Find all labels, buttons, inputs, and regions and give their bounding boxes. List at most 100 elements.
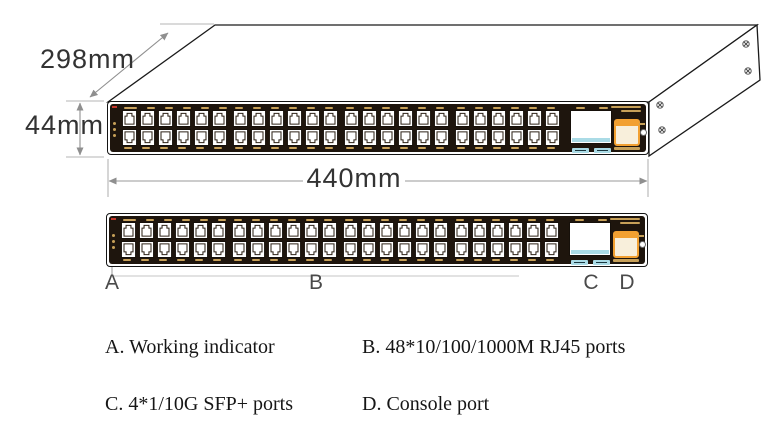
rj45-port <box>472 222 487 240</box>
port-led <box>417 219 425 221</box>
rj45-port <box>415 240 430 258</box>
port-row <box>343 240 448 258</box>
port-led <box>182 219 190 221</box>
rj45-port <box>212 128 227 146</box>
port-row <box>232 240 337 258</box>
port-led <box>270 258 278 261</box>
console-port <box>613 231 639 258</box>
port-led <box>218 219 226 221</box>
indicator-led <box>112 240 115 243</box>
legend-console-port: D. Console port <box>362 393 490 415</box>
rj45-port <box>175 222 190 240</box>
sfp-label-row <box>571 260 610 265</box>
port-led <box>436 107 444 109</box>
reset-button <box>639 241 646 248</box>
port-row <box>455 128 560 146</box>
rj45-port <box>323 128 338 146</box>
switch-faceplate <box>109 216 646 265</box>
rj45-port <box>286 222 301 240</box>
rj45-port <box>508 222 523 240</box>
rj45-port <box>139 240 154 258</box>
indicator-led <box>113 128 116 131</box>
rj45-port <box>397 240 412 258</box>
port-led <box>164 219 172 221</box>
port-led <box>547 146 555 149</box>
port-led <box>235 146 243 149</box>
rj45-port <box>454 222 469 240</box>
rj45-port <box>232 240 247 258</box>
port-led-row <box>345 258 448 261</box>
rj45-port-group <box>233 104 338 152</box>
rj45-port <box>545 110 560 128</box>
sfp-label-row <box>572 148 611 153</box>
rj45-port <box>380 110 395 128</box>
sfp-led-row <box>575 219 607 221</box>
depth-dimension-label: 298mm <box>40 44 136 74</box>
port-led <box>363 258 371 261</box>
port-led <box>399 258 407 261</box>
rj45-port-group <box>232 216 337 264</box>
port-led <box>306 258 314 261</box>
rj45-port-group <box>121 216 226 264</box>
port-led <box>252 219 260 221</box>
rj45-port <box>157 222 172 240</box>
rj45-ports-area <box>121 216 559 264</box>
port-led <box>213 258 221 261</box>
rj45-port <box>176 110 191 128</box>
sfp-label <box>593 260 610 265</box>
port-led <box>142 146 150 149</box>
rj45-port-group <box>343 216 448 264</box>
rj45-port <box>121 240 136 258</box>
rj45-port <box>322 240 337 258</box>
sfp-label <box>572 148 589 153</box>
port-led <box>528 258 536 261</box>
legend-working-indicator: A. Working indicator <box>105 336 275 358</box>
rj45-port <box>193 240 208 258</box>
rj45-port <box>379 222 394 240</box>
legend-sfp-ports: C. 4*1/10G SFP+ ports <box>105 393 293 415</box>
port-led <box>417 258 425 261</box>
rj45-port <box>434 128 449 146</box>
brand-mark <box>610 218 640 220</box>
port-led <box>159 258 167 261</box>
port-led <box>306 219 314 221</box>
rj45-port <box>415 222 430 240</box>
rj45-port <box>508 240 523 258</box>
rj45-port <box>344 110 359 128</box>
port-led <box>346 107 354 109</box>
port-led <box>511 107 519 109</box>
port-led <box>325 146 333 149</box>
port-led <box>160 146 168 149</box>
port-led-row <box>124 146 227 149</box>
port-led <box>510 219 518 221</box>
switch-3d-front-panel <box>107 101 649 155</box>
port-row <box>454 222 559 240</box>
console-label <box>613 259 639 262</box>
rj45-port <box>398 128 413 146</box>
rj45-port <box>122 110 137 128</box>
sfp-led <box>575 219 584 221</box>
rj45-port <box>212 110 227 128</box>
indicator-led <box>112 246 115 249</box>
port-led <box>200 219 208 221</box>
rj45-port <box>433 222 448 240</box>
port-led <box>457 107 465 109</box>
brand-mark <box>620 222 640 224</box>
port-led <box>475 107 483 109</box>
port-led <box>474 219 482 221</box>
port-led <box>252 258 260 261</box>
chassis-side-face <box>648 23 761 158</box>
callout-d: D <box>619 271 635 294</box>
port-led <box>195 258 203 261</box>
port-led <box>234 219 242 221</box>
port-led <box>546 219 554 221</box>
rj45-port <box>287 110 302 128</box>
rj45-port-group <box>344 104 449 152</box>
rj45-port <box>323 110 338 128</box>
sfp-label <box>594 148 611 153</box>
rj45-port <box>472 240 487 258</box>
port-row <box>344 128 449 146</box>
rj45-port <box>304 240 319 258</box>
rj45-port <box>527 110 542 128</box>
port-row <box>121 240 226 258</box>
